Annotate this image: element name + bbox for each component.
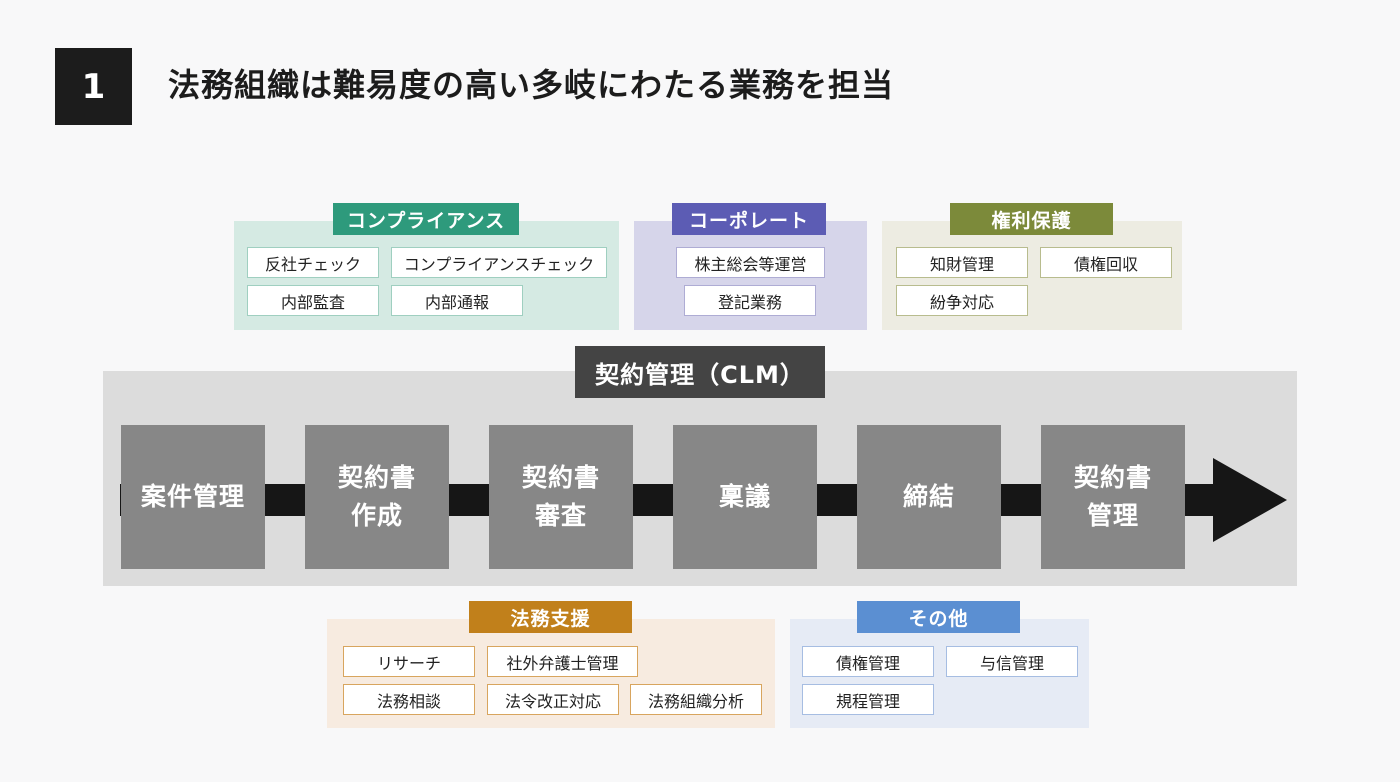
legal-support-label: 法務支援 [469,601,632,633]
step-label-line1: 契約書 [521,463,600,492]
step-case-management: 案件管理 [121,425,265,569]
tag-external-counsel: 社外弁護士管理 [487,646,638,677]
step-label-line1: 契約書 [337,463,416,492]
compliance-label: コンプライアンス [333,203,519,235]
tag-dispute-handling: 紛争対応 [896,285,1028,316]
tag-regulations: 規程管理 [802,684,934,715]
tag-antisocial-check: 反社チェック [247,247,379,278]
tag-receivables: 債権管理 [802,646,934,677]
section-number-badge: 1 [55,48,132,125]
step-approval: 稟議 [673,425,817,569]
step-contract-management: 契約書 管理 [1041,425,1185,569]
tag-legal-consultation: 法務相談 [343,684,475,715]
other-label: その他 [857,601,1020,633]
step-label-line1: 締結 [902,482,955,511]
page-title: 法務組織は難易度の高い多岐にわたる業務を担当 [168,66,895,104]
step-label-line1: 契約書 [1073,463,1152,492]
tag-internal-audit: 内部監査 [247,285,379,316]
tag-whistleblowing: 内部通報 [391,285,523,316]
flow-connector [120,484,1220,516]
tag-org-analysis: 法務組織分析 [630,684,762,715]
step-label-line2: 管理 [1086,501,1139,530]
step-signing: 締結 [857,425,1001,569]
clm-label: 契約管理（CLM） [575,346,825,398]
step-label-line2: 審査 [534,501,587,530]
step-contract-drafting: 契約書 作成 [305,425,449,569]
flow-arrow-icon [1213,458,1287,542]
tag-ip-management: 知財管理 [896,247,1028,278]
step-label-line2: 作成 [350,501,403,530]
step-contract-review: 契約書 審査 [489,425,633,569]
tag-research: リサーチ [343,646,475,677]
rights-label: 権利保護 [950,203,1113,235]
step-label-line1: 稟議 [718,482,771,511]
tag-law-amendment: 法令改正対応 [487,684,619,715]
tag-registration: 登記業務 [684,285,816,316]
tag-debt-collection: 債権回収 [1040,247,1172,278]
tag-shareholders-meeting: 株主総会等運営 [676,247,825,278]
step-label-line1: 案件管理 [140,482,245,511]
tag-credit: 与信管理 [946,646,1078,677]
corporate-label: コーポレート [672,203,826,235]
tag-compliance-check: コンプライアンスチェック [391,247,607,278]
